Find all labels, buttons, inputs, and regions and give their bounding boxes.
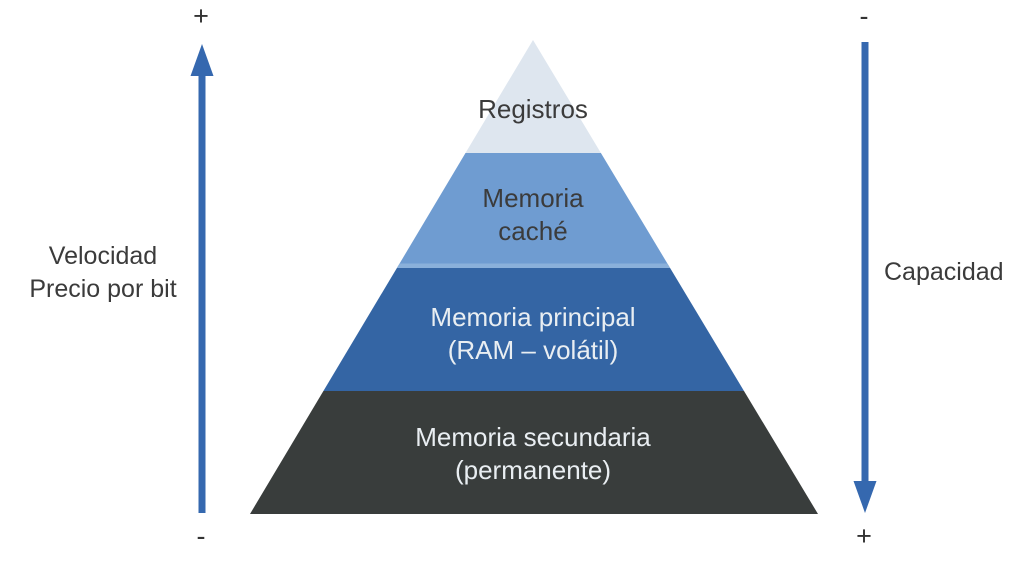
pyramid-label-registros: Registros: [478, 93, 588, 126]
right-axis-bottom-plus-sign: +: [856, 521, 872, 551]
pyramid-level-memoria-principal-shape: [323, 268, 744, 391]
pyramid-label-memoria-principal: Memoria principal (RAM – volátil): [430, 301, 635, 367]
pyramid-label-memoria-cache-line2: caché: [498, 216, 568, 246]
pyramid-label-memoria-secundaria-line2: (permanente): [454, 455, 612, 485]
left-axis-label-line2: Precio por bit: [29, 275, 177, 303]
pyramid-label-registros-line1: Registros: [478, 94, 588, 124]
pyramid-level-memoria-secundaria-shape: [250, 391, 818, 514]
pyramid-label-memoria-cache: Memoria caché: [482, 182, 583, 248]
pyramid-level-registros-shape: [465, 40, 601, 153]
pyramid-label-memoria-cache-line1: Memoria: [482, 183, 584, 213]
left-axis-arrowhead-up-icon: [190, 44, 214, 76]
left-axis-bottom-minus-sign: -: [196, 521, 206, 551]
right-axis-top-minus-sign: -: [859, 1, 869, 31]
left-axis-label: Velocidad Precio por bit: [8, 240, 198, 306]
pyramid-label-memoria-principal-line1: Memoria principal: [430, 302, 636, 332]
pyramid-label-memoria-secundaria: Memoria secundaria (permanente): [415, 421, 651, 487]
pyramid-label-memoria-secundaria-line1: Memoria secundaria: [415, 422, 651, 452]
right-axis-label: Capacidad: [884, 258, 1004, 286]
pyramid-level-memoria-cache-bevel: [396, 263, 671, 268]
pyramid-label-memoria-principal-line2: (RAM – volátil): [447, 335, 619, 365]
left-axis-top-plus-sign: +: [193, 1, 209, 31]
left-axis-label-line1: Velocidad: [48, 242, 158, 270]
right-axis-arrowhead-down-icon: [853, 481, 877, 513]
pyramid-level-memoria-cache-shape: [396, 153, 671, 268]
